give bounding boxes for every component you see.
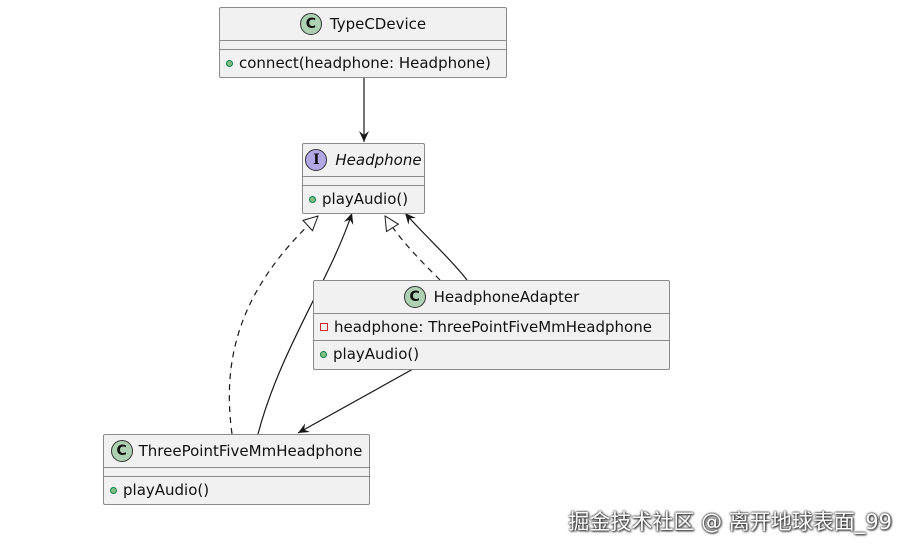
method-row: playAudio()	[314, 341, 669, 367]
fields-section: headphone: ThreePointFiveMmHeadphone	[314, 313, 669, 340]
class-typecdevice: C TypeCDevice connect(headphone: Headpho…	[219, 7, 507, 78]
fields-section	[220, 40, 506, 49]
class-headphoneadapter: C HeadphoneAdapter headphone: ThreePoint…	[313, 280, 670, 370]
methods-section: connect(headphone: Headphone)	[220, 49, 506, 76]
class-header: C HeadphoneAdapter	[314, 281, 669, 313]
methods-section: playAudio()	[104, 476, 369, 503]
edge-threepoint-assoc-headphone	[257, 212, 354, 435]
private-visibility-icon	[320, 323, 328, 331]
method-row: playAudio()	[104, 477, 369, 503]
interface-i-icon: I	[305, 149, 328, 171]
methods-section: playAudio()	[314, 340, 669, 367]
method-signature: playAudio()	[333, 345, 420, 363]
class-header: C TypeCDevice	[220, 8, 506, 40]
method-signature: playAudio()	[123, 481, 210, 499]
class-c-icon: C	[110, 440, 133, 462]
interface-headphone: I Headphone playAudio()	[302, 143, 425, 214]
public-visibility-icon	[320, 350, 327, 358]
watermark-text: 掘金技术社区 @ 离开地球表面_99	[568, 510, 892, 534]
class-threepointfivemmheadphone: C ThreePointFiveMmHeadphone playAudio()	[103, 434, 370, 505]
class-name: ThreePointFiveMmHeadphone	[138, 442, 363, 460]
fields-section	[104, 467, 369, 476]
class-name: HeadphoneAdapter	[433, 288, 580, 306]
fields-section	[303, 176, 424, 185]
method-signature: connect(headphone: Headphone)	[239, 54, 491, 72]
interface-header: I Headphone	[303, 144, 424, 176]
method-signature: playAudio()	[322, 190, 409, 208]
interface-name: Headphone	[335, 151, 422, 169]
class-c-icon: C	[403, 286, 426, 308]
method-row: connect(headphone: Headphone)	[220, 50, 506, 76]
field-signature: headphone: ThreePointFiveMmHeadphone	[334, 318, 652, 336]
method-row: playAudio()	[303, 186, 424, 212]
edge-adapter-realizes-headphone	[385, 216, 441, 281]
edge-threepoint-realizes-headphone	[228, 216, 318, 435]
class-header: C ThreePointFiveMmHeadphone	[104, 435, 369, 467]
class-name: TypeCDevice	[329, 15, 427, 33]
edge-adapter-assoc-headphone	[404, 212, 468, 281]
public-visibility-icon	[309, 195, 316, 203]
field-row: headphone: ThreePointFiveMmHeadphone	[314, 314, 669, 340]
public-visibility-icon	[110, 486, 117, 494]
edge-adapter-to-threepoint	[297, 368, 414, 434]
class-c-icon: C	[299, 13, 322, 35]
public-visibility-icon	[226, 59, 233, 67]
methods-section: playAudio()	[303, 185, 424, 212]
